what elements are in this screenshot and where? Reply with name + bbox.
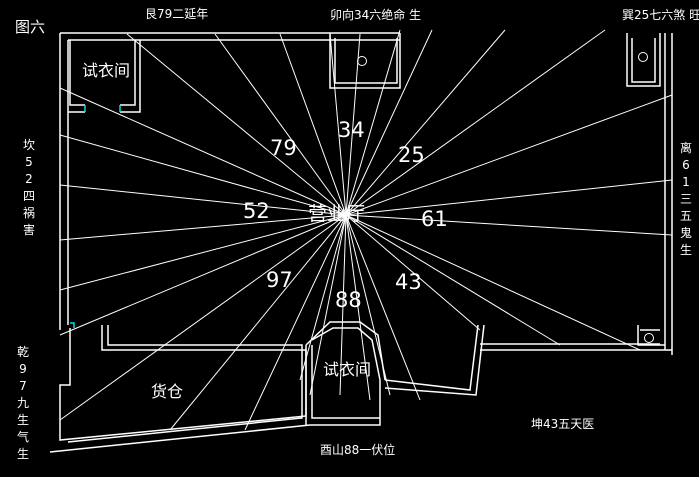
sink-circle-top	[357, 56, 367, 66]
sector-ray	[345, 29, 401, 216]
sector-ray	[309, 214, 347, 396]
direction-left-lower: 乾97九生气生	[16, 345, 29, 461]
sector-number: 97	[266, 268, 293, 292]
right-box-top	[626, 33, 661, 87]
sector-number: 61	[421, 207, 448, 231]
sector-ray	[345, 29, 433, 216]
sector-number: 34	[338, 118, 365, 142]
sector-ray	[126, 33, 347, 216]
figure-label: 图六	[15, 18, 46, 36]
door-marks	[70, 105, 121, 328]
direction-top-left: 艮79二延年	[145, 7, 209, 21]
room-fitting-top: 试衣间	[82, 61, 131, 80]
sector-ray	[339, 214, 347, 396]
sector-ray	[345, 179, 673, 216]
sector-ray	[59, 184, 347, 216]
sector-ray	[345, 94, 673, 216]
sector-ray	[345, 214, 371, 401]
bottom-outer-wall	[49, 380, 381, 453]
sector-ray	[345, 214, 641, 351]
direction-bottom-center: 酉山88一伏位	[320, 443, 396, 457]
fitting-room-bottom-wall	[305, 321, 386, 425]
sector-ray	[59, 214, 347, 291]
sink-box-top	[329, 33, 401, 89]
sector-ray	[329, 33, 347, 216]
direction-right: 离61三五鬼生	[679, 141, 692, 257]
sector-ray	[345, 29, 506, 216]
sector-ray	[345, 214, 561, 346]
storage-wall	[59, 325, 307, 443]
sector-ray	[214, 33, 347, 216]
direction-top-center: 卯向34六绝命 生	[330, 8, 422, 22]
sector-ray	[345, 214, 481, 331]
sector-number: 79	[270, 136, 297, 160]
sector-ray	[345, 214, 421, 401]
sink-circle-right	[638, 52, 648, 62]
sector-ray	[299, 214, 347, 381]
sector-number: 52	[243, 199, 270, 223]
sector-ray	[59, 87, 347, 216]
sector-ray	[59, 214, 347, 241]
room-hall: 营业厅	[308, 203, 366, 225]
sector-ray	[59, 214, 347, 336]
sink-circle-bottom-right	[644, 333, 654, 343]
sector-rays	[59, 29, 673, 431]
outer-wall	[59, 32, 400, 330]
sector-ray	[345, 214, 673, 236]
sector-ray	[59, 134, 347, 216]
sector-number: 43	[395, 270, 422, 294]
bottom-right-step	[384, 324, 485, 396]
room-storage: 货仓	[151, 382, 184, 401]
fixtures	[357, 52, 654, 343]
right-wall	[664, 33, 673, 355]
sector-number: 88	[335, 288, 362, 312]
fitting-room-top-wall	[68, 40, 141, 113]
sector-ray	[59, 214, 347, 421]
direction-bottom-right: 坤43五天医	[531, 417, 595, 431]
sector-ray	[279, 33, 347, 216]
sector-number: 25	[398, 143, 425, 167]
room-fitting-bottom: 试衣间	[323, 360, 372, 379]
direction-left-upper: 坎52四祸害	[22, 138, 35, 237]
sector-ray	[244, 214, 347, 431]
right-bottom-wall	[480, 325, 672, 351]
sector-ray	[169, 214, 347, 431]
direction-top-right: 巽25七六煞 旺	[622, 8, 699, 22]
sector-ray	[345, 33, 361, 216]
walls	[49, 32, 673, 453]
sector-ray	[345, 29, 606, 216]
